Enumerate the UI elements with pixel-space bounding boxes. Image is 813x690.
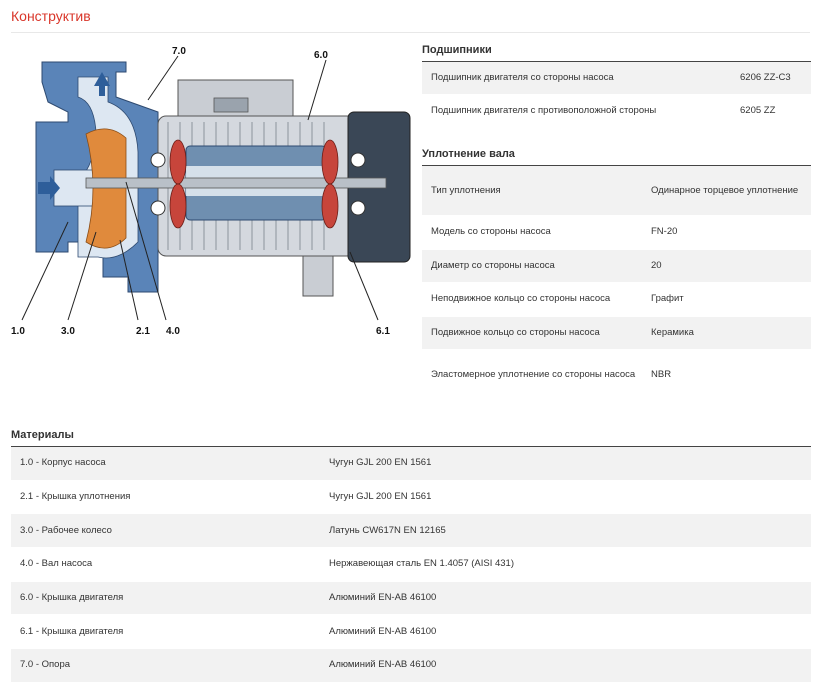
- table-row: Подшипник двигателя со стороны насоса 62…: [422, 62, 811, 95]
- row-label: 4.0 - Вал насоса: [20, 558, 93, 570]
- row-label: Эластомерное уплотнение со стороны насос…: [431, 368, 636, 380]
- callout-2-1: 2.1: [136, 326, 150, 337]
- table-row: Тип уплотнения Одинарное торцевое уплотн…: [422, 166, 811, 216]
- row-label: Диаметр со стороны насоса: [431, 259, 555, 271]
- callout-3-0: 3.0: [61, 326, 75, 337]
- shaft-seal-title: Уплотнение вала: [422, 146, 811, 166]
- page-title: Конструктив: [11, 8, 91, 24]
- row-value: Латунь CW617N EN 12165: [329, 524, 446, 536]
- callout-1-0: 1.0: [11, 326, 25, 337]
- bearings-table: Подшипник двигателя со стороны насоса 62…: [422, 62, 811, 128]
- table-row: Подшипник двигателя с противоположной ст…: [422, 95, 811, 128]
- row-value: Алюминий EN-AB 46100: [329, 625, 437, 637]
- windings: [169, 139, 339, 229]
- callout-4-0: 4.0: [166, 326, 180, 337]
- row-value: Чугун GJL 200 EN 1561: [329, 491, 432, 503]
- shaft-seal-section: Уплотнение вала Тип уплотнения Одинарное…: [422, 146, 811, 401]
- row-label: 2.1 - Крышка уплотнения: [20, 491, 131, 503]
- table-row: 3.0 - Рабочее колесо Латунь CW617N EN 12…: [11, 514, 811, 549]
- row-label: 6.1 - Крышка двигателя: [20, 625, 124, 637]
- row-value: Графит: [651, 293, 684, 305]
- shaft-seal-table: Тип уплотнения Одинарное торцевое уплотн…: [422, 166, 811, 401]
- table-row: 4.0 - Вал насоса Нержавеющая сталь EN 1.…: [11, 548, 811, 582]
- table-row: 2.1 - Крышка уплотнения Чугун GJL 200 EN…: [11, 480, 811, 515]
- row-value: 20: [651, 259, 662, 271]
- rotor: [85, 145, 387, 221]
- row-value: NBR: [651, 368, 672, 380]
- bearings: [150, 152, 366, 216]
- materials-section: Материалы 1.0 - Корпус насоса Чугун GJL …: [11, 427, 811, 683]
- row-value: Чугун GJL 200 EN 1561: [329, 457, 432, 469]
- table-row: 6.0 - Крышка двигателя Алюминий EN-AB 46…: [11, 581, 811, 616]
- table-row: 6.1 - Крышка двигателя Алюминий EN-AB 46…: [11, 615, 811, 650]
- callout-6-1: 6.1: [376, 326, 390, 337]
- row-label: Подшипник двигателя со стороны насоса: [431, 72, 614, 83]
- flow-arrows: [38, 72, 110, 200]
- row-label: 7.0 - Опора: [20, 659, 71, 671]
- title-divider: [11, 32, 810, 33]
- table-row: Эластомерное уплотнение со стороны насос…: [422, 350, 811, 401]
- row-label: Тип уплотнения: [431, 184, 501, 196]
- callout-labels: 7.0 6.0 1.0 3.0 2.1 4.0 6.1: [11, 46, 390, 337]
- materials-table: 1.0 - Корпус насоса Чугун GJL 200 EN 156…: [11, 447, 811, 683]
- row-value: Алюминий EN-AB 46100: [329, 592, 437, 604]
- table-row: 1.0 - Корпус насоса Чугун GJL 200 EN 156…: [11, 447, 811, 481]
- materials-title: Материалы: [11, 427, 811, 447]
- row-value: 6206 ZZ-C3: [740, 72, 791, 83]
- row-label: 3.0 - Рабочее колесо: [20, 524, 112, 536]
- table-row: Неподвижное кольцо со стороны насоса Гра…: [422, 283, 811, 317]
- leader-lines: [21, 55, 379, 321]
- row-value: 6205 ZZ: [740, 105, 776, 116]
- table-row: 7.0 - Опора Алюминий EN-AB 46100: [11, 649, 811, 683]
- row-value: Алюминий EN-AB 46100: [329, 659, 437, 671]
- table-row: Подвижное кольцо со стороны насоса Керам…: [422, 316, 811, 351]
- bearings-section: Подшипники Подшипник двигателя со сторон…: [422, 42, 811, 128]
- row-label: Модель со стороны насоса: [431, 226, 551, 238]
- row-value: Нержавеющая сталь EN 1.4057 (AISI 431): [329, 558, 515, 570]
- bearings-title: Подшипники: [422, 42, 811, 62]
- row-label: Неподвижное кольцо со стороны насоса: [431, 293, 611, 305]
- pump-cross-section-diagram: 7.0 6.0 1.0 3.0 2.1 4.0 6.1: [11, 46, 411, 337]
- callout-6-0: 6.0: [314, 50, 328, 61]
- row-label: Подвижное кольцо со стороны насоса: [431, 327, 600, 339]
- row-label: 1.0 - Корпус насоса: [20, 457, 106, 469]
- row-value: Одинарное торцевое уплотнение: [651, 184, 799, 196]
- row-value: Керамика: [651, 327, 694, 339]
- row-label: 6.0 - Крышка двигателя: [20, 592, 124, 604]
- row-value: FN-20: [651, 226, 678, 238]
- table-row: Диаметр со стороны насоса 20: [422, 249, 811, 284]
- table-row: Модель со стороны насоса FN-20: [422, 216, 811, 250]
- row-label: Подшипник двигателя с противоположной ст…: [431, 105, 657, 116]
- callout-7-0: 7.0: [172, 46, 186, 57]
